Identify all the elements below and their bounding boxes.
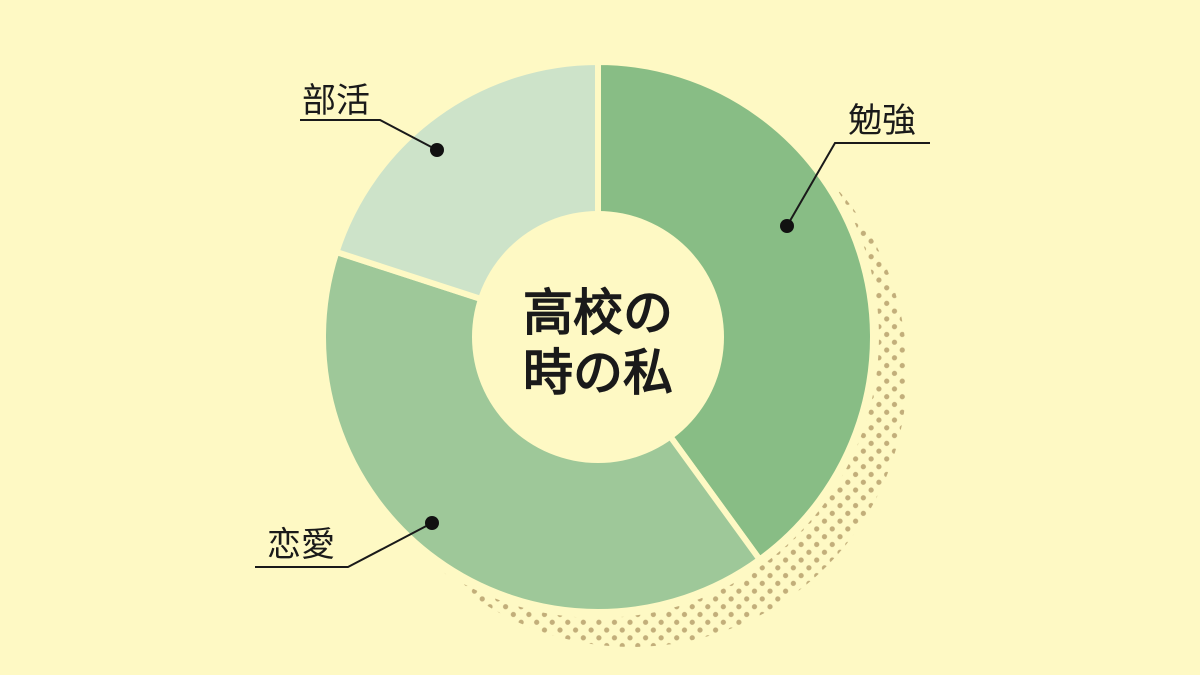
donut-hole: [472, 211, 724, 463]
label-renai: 恋愛: [255, 516, 439, 568]
slice-label-benkyo: 勉強: [848, 101, 916, 141]
slice-label-renai: 恋愛: [267, 525, 335, 565]
slice-label-bukatsu: 部活: [302, 81, 370, 121]
label-benkyo: 勉強: [780, 101, 930, 233]
center-title-line-1: 高校の: [523, 284, 673, 342]
label-bukatsu: 部活: [300, 81, 444, 157]
slice-0: [595, 59, 876, 563]
center-title-line-2: 時の私: [523, 344, 673, 402]
